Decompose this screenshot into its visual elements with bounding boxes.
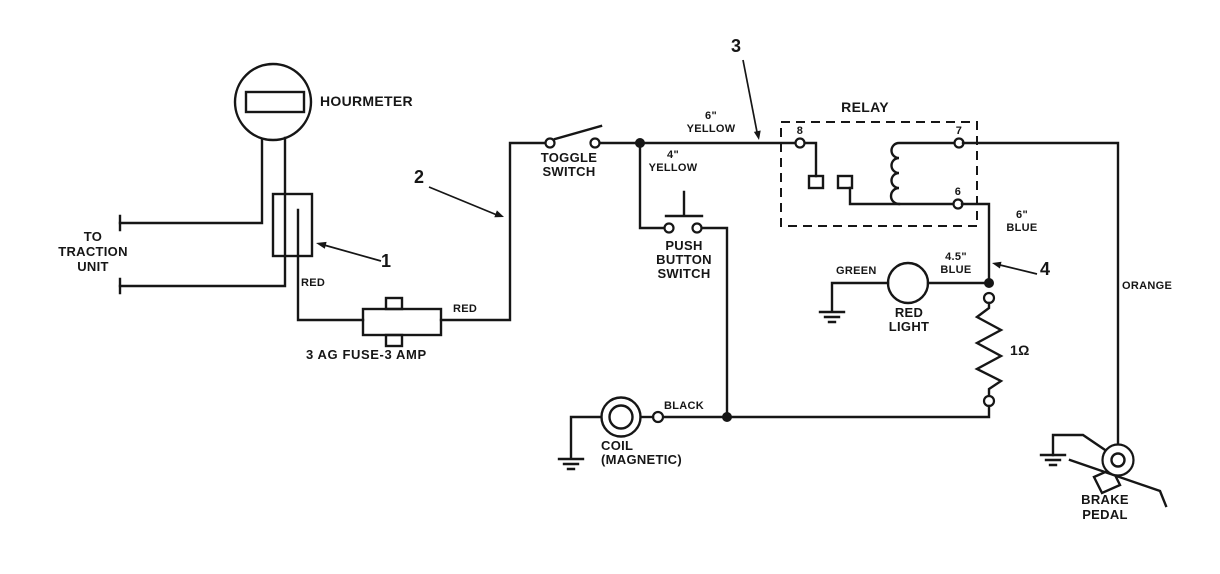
relay-symbol xyxy=(780,121,978,227)
wire-blue-6in xyxy=(960,202,994,288)
resistor-symbol xyxy=(730,291,1004,419)
wire-green-label: GREEN xyxy=(836,265,877,277)
toggle-switch-symbol xyxy=(544,124,638,149)
fuse-symbol xyxy=(361,296,443,348)
push-button-switch-symbol xyxy=(638,144,729,415)
toggle-switch-label: TOGGLE SWITCH xyxy=(540,150,598,179)
wire-red-label-left: RED xyxy=(301,277,326,289)
callout-4: 4 xyxy=(1040,259,1051,279)
callout-1: 1 xyxy=(381,251,392,271)
relay-pin-6: 6 xyxy=(954,186,962,198)
wire-yellow-6in-label: 6" YELLOW xyxy=(686,110,736,135)
relay-pin-7: 7 xyxy=(955,125,963,137)
ground-icon xyxy=(1039,453,1067,467)
callout-3-arrow xyxy=(742,59,761,140)
connector-block-symbol xyxy=(271,192,314,258)
brake-pedal-label: BRAKE PEDAL xyxy=(1081,492,1129,522)
wire-yellow-6in xyxy=(635,138,797,148)
wire-red-label-right: RED xyxy=(453,303,478,315)
callout-1-arrow xyxy=(316,241,382,262)
relay-label: RELAY xyxy=(841,99,889,115)
callout-3: 3 xyxy=(731,36,742,56)
callout-2: 2 xyxy=(414,167,425,187)
callout-4-arrow xyxy=(992,261,1038,275)
wire-blue-6in-label: 6" BLUE xyxy=(1006,209,1038,234)
wire-blue-45in-label: 4.5" BLUE xyxy=(940,251,972,276)
wire-black-label: BLACK xyxy=(664,400,704,412)
hourmeter-label: HOURMETER xyxy=(320,93,413,109)
red-light-symbol xyxy=(830,261,986,313)
resistor-label: 1Ω xyxy=(1010,342,1030,358)
callout-2-arrow xyxy=(428,186,504,218)
relay-pin-8: 8 xyxy=(796,125,804,137)
fuse-label: 3 AG FUSE-3 AMP xyxy=(306,347,427,362)
push-button-switch-label: PUSH BUTTON SWITCH xyxy=(656,238,712,281)
hourmeter-symbol xyxy=(118,62,313,295)
brake-pedal-symbol xyxy=(1051,433,1168,508)
traction-unit-label: TO TRACTION UNIT xyxy=(58,229,128,274)
ground-icon xyxy=(818,310,846,324)
wire-yellow-4in-label: 4" YELLOW xyxy=(648,149,698,174)
wire-orange xyxy=(961,141,1120,446)
ground-icon xyxy=(557,457,585,471)
red-light-label: RED LIGHT xyxy=(888,305,930,334)
coil-symbol xyxy=(569,396,732,460)
wire-red xyxy=(296,141,547,322)
coil-label: COIL (MAGNETIC) xyxy=(601,438,682,467)
wire-orange-label: ORANGE xyxy=(1122,280,1173,292)
